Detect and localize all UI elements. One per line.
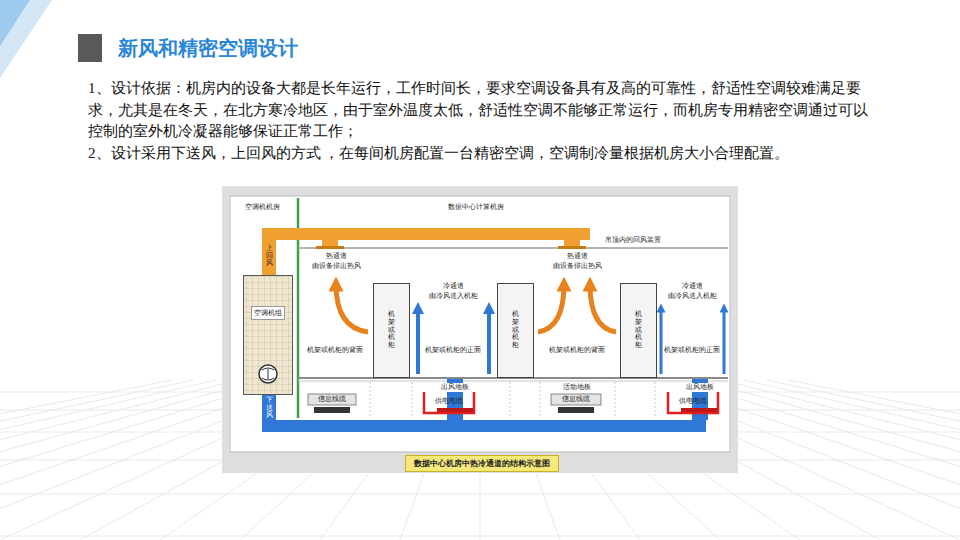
supply-duct bbox=[262, 420, 706, 432]
node-text: 机架或机柜 bbox=[388, 311, 395, 349]
title-marker bbox=[78, 34, 102, 62]
signal-cable bbox=[314, 407, 350, 413]
power-cable bbox=[437, 408, 473, 412]
diagram-label: 供电电缆 bbox=[679, 397, 707, 406]
diagram-label: 热通道 bbox=[567, 252, 588, 261]
hot-air-arrow bbox=[590, 284, 616, 332]
node-text: 机架或机柜 bbox=[512, 311, 519, 349]
floor-grid-line bbox=[0, 380, 172, 540]
diagram-label: 活动地板 bbox=[562, 383, 592, 392]
diagram-label: 下送风 bbox=[266, 397, 273, 420]
body-paragraph: 1、设计依据：机房内的设备大都是长年运行，工作时间长，要求空调设备具有及高的可靠… bbox=[88, 78, 880, 143]
node-text: 机架或机柜 bbox=[635, 311, 642, 349]
diagram-label: 吊顶内的回风装置 bbox=[604, 236, 662, 245]
return-grille bbox=[558, 246, 586, 249]
signal-cable bbox=[558, 407, 594, 413]
diagram-label: 由设备排出热风 bbox=[312, 262, 361, 271]
rack-cabinet: 机架或机柜 bbox=[497, 283, 534, 378]
diagram-label: 机架或机柜的背面 bbox=[307, 346, 363, 355]
rack-cabinet: 机架或机柜 bbox=[373, 283, 410, 378]
ac-unit-body bbox=[243, 275, 293, 395]
body-text: 1、设计依据：机房内的设备大都是长年运行，工作时间长，要求空调设备具有及高的可靠… bbox=[88, 78, 880, 164]
diagram-label: 信息线缆 bbox=[562, 395, 590, 404]
body-paragraph: 2、设计采用下送风，上回风的方式 ，在每间机房配置一台精密空调，空调制冷量根据机… bbox=[88, 143, 880, 165]
floor-support bbox=[412, 382, 413, 418]
diagram-label: 空调机机房 bbox=[245, 203, 280, 212]
signal-cable-tray bbox=[308, 394, 356, 405]
diagram-label: 热通道 bbox=[326, 252, 347, 261]
return-duct bbox=[262, 228, 276, 276]
diagram-label: 供电电缆 bbox=[435, 397, 463, 406]
hot-air-arrow bbox=[336, 284, 368, 332]
floor-grid-line bbox=[0, 380, 260, 540]
return-grille bbox=[316, 246, 344, 249]
floor-grid-line bbox=[700, 380, 960, 540]
fan-symbol bbox=[259, 365, 277, 383]
power-cable-bracket bbox=[668, 392, 718, 413]
corner-decor bbox=[0, 0, 30, 46]
ceiling-line bbox=[298, 247, 728, 249]
node-text: 空调机组 bbox=[251, 306, 285, 320]
diagram-label: 由冷风送入机柜 bbox=[668, 292, 717, 301]
diagram-label: 上回风 bbox=[266, 245, 273, 268]
floor-grid-line bbox=[744, 380, 960, 540]
ac-unit: 空调机组 bbox=[243, 275, 293, 395]
picture-frame bbox=[222, 186, 738, 473]
diagram-label: 信息线缆 bbox=[318, 395, 346, 404]
fan-symbol bbox=[262, 368, 274, 380]
diagram-label: 冷通道 bbox=[682, 282, 703, 291]
hot-air-arrow bbox=[538, 284, 564, 332]
picture-ground bbox=[230, 196, 730, 452]
return-duct bbox=[262, 228, 590, 240]
floor-grid-line bbox=[0, 380, 194, 540]
cold-air-arrow bbox=[660, 308, 663, 374]
diagram-label: 由设备排出热风 bbox=[553, 262, 602, 271]
floor-grid-line bbox=[788, 380, 960, 540]
diagram-label: 由冷风送入机柜 bbox=[429, 292, 478, 301]
cold-air-arrow bbox=[723, 308, 726, 374]
floor-grid-line bbox=[722, 380, 960, 540]
floor-grid-line bbox=[766, 380, 960, 540]
floor-support bbox=[510, 382, 511, 418]
diagram-label: 数据中心计算机房 bbox=[448, 203, 504, 212]
power-cable-bracket bbox=[424, 392, 474, 413]
floor-support bbox=[540, 382, 541, 418]
diagram-label: 出风地板 bbox=[440, 383, 470, 392]
diagram-label: 冷通道 bbox=[443, 282, 464, 291]
signal-cable-tray bbox=[551, 394, 601, 405]
diagram-label: 机架或机柜的正面 bbox=[664, 346, 720, 355]
floor-support bbox=[615, 382, 616, 418]
floor-support bbox=[370, 382, 655, 418]
floor-grid-line bbox=[0, 380, 216, 540]
rack-cabinet: 机架或机柜 bbox=[620, 283, 657, 378]
cold-air-arrow bbox=[487, 308, 491, 374]
power-cable bbox=[681, 408, 717, 412]
corner-decor bbox=[0, 0, 52, 78]
diagram-label: 出风地板 bbox=[685, 383, 715, 392]
diagram-label: 机架或机柜的背面 bbox=[549, 346, 605, 355]
diagram-label: 机架或机柜的正面 bbox=[425, 346, 481, 355]
figure-caption: 数据中心机房中热冷通道的结构示意图 bbox=[405, 455, 559, 472]
floor-support bbox=[370, 382, 371, 418]
slide-title: 新风和精密空调设计 bbox=[118, 35, 298, 61]
cold-air-arrow bbox=[416, 308, 420, 374]
floor-support bbox=[655, 382, 656, 418]
raised-floor bbox=[298, 381, 728, 382]
